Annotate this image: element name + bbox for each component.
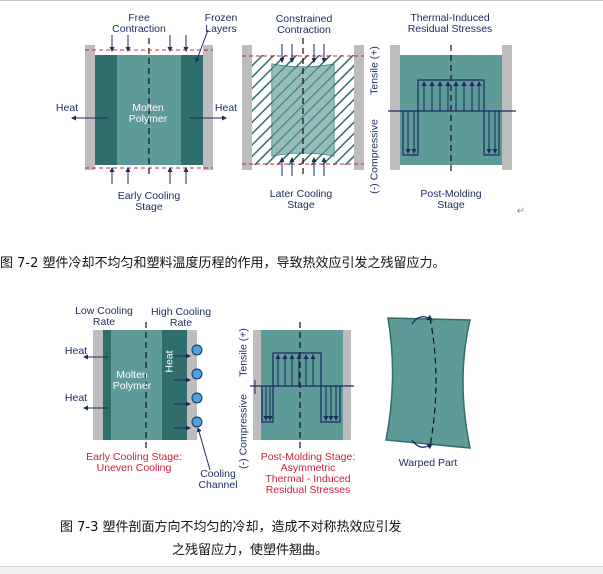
label-constrained-contraction: Constrained Contraction [275, 13, 333, 36]
label-tensile-1: Tensile (+) [368, 46, 381, 95]
uneven-cooling-diagram [83, 322, 211, 471]
frozen-layer-right [181, 55, 203, 165]
label-post-molding-asym: Post-Molding Stage: Asymmetric Thermal -… [260, 451, 356, 496]
return-mark: ↵ [516, 206, 526, 217]
label-heat-top: Heat [64, 345, 88, 357]
page-top-border [0, 0, 603, 1]
label-low-cooling: Low Cooling Rate [75, 305, 133, 328]
later-cooling-diagram [242, 38, 364, 178]
caption-figure-7-3-line2: 之残留应力，使塑件翘曲。 [172, 543, 329, 558]
mold-wall-right [203, 45, 213, 170]
label-cooling-channel: Cooling Channel [198, 468, 238, 491]
label-heat-vertical: Heat [163, 350, 176, 373]
page-bottom-bar [0, 566, 603, 574]
label-frozen-layers: Frozen Layers [204, 12, 238, 35]
label-molten-polymer-2: Molten Polymer [112, 369, 152, 392]
label-molten-polymer: Molten Polymer [128, 102, 168, 125]
label-early-uneven: Early Cooling Stage: Uneven Cooling [86, 451, 182, 474]
post-molding-stress-diagram [388, 45, 516, 175]
label-heat-bottom: Heat [64, 392, 88, 404]
label-heat-left: Heat [55, 102, 79, 114]
asymmetric-stress-diagram [250, 322, 354, 448]
caption-figure-7-3-line1: 图 7-3 塑件剖面方向不均匀的冷却，造成不对称热效应引发 [60, 520, 402, 535]
frozen-layer-left [95, 55, 117, 165]
label-free-contraction: Free Contraction [112, 12, 166, 35]
early-cooling-diagram [71, 29, 227, 184]
caption-figure-7-2: 图 7-2 塑件冷却不均匀和塑料温度历程的作用，导致热效应引发之残留应力。 [0, 256, 446, 271]
label-early-cooling: Early Cooling Stage [117, 190, 181, 213]
label-later-cooling: Later Cooling Stage [269, 188, 333, 211]
warped-part-diagram [385, 314, 471, 450]
mold-wall-left [85, 45, 95, 170]
label-tensile-2: Tensile (+) [237, 328, 250, 377]
label-post-molding: Post-Molding Stage [420, 188, 482, 211]
label-compressive-2: (-) Compressive [237, 394, 250, 469]
label-thermal-induced: Thermal-Induced Residual Stresses [407, 12, 493, 35]
label-warped-part: Warped Part [398, 457, 458, 469]
label-compressive-1: (-) Compressive [368, 119, 381, 194]
label-high-cooling: High Cooling Rate [150, 306, 212, 329]
label-heat-right: Heat [214, 102, 238, 114]
